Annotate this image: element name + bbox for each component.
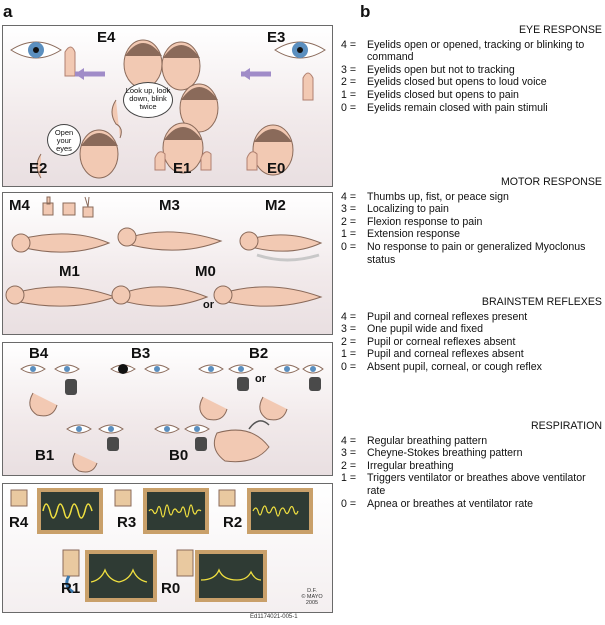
label-e0: E0 [267,160,286,177]
section-eye-response: EYE RESPONSE 4 =Eyelids open or opened, … [341,24,603,114]
section-heading: BRAINSTEM REFLEXES [481,296,602,308]
section-heading: MOTOR RESPONSE [500,176,602,188]
list-item: 3 =Localizing to pain [341,203,449,216]
list-item: 2 =Pupil or corneal reflexes absent [341,335,516,348]
open-eyes-callout: Open your eyes [47,124,81,156]
section-respiration: RESPIRATION 4 =Regular breathing pattern… [341,420,603,510]
label-r0: R0 [161,580,181,597]
list-item: 3 =Eyelids open but not to tracking [341,63,515,76]
brainstem-reflexes-illustration [20,364,324,473]
label-e2: E2 [29,160,48,177]
eye-response-illustration [10,39,326,179]
credit-line-3: 2005 [305,600,319,606]
list-item: 2 =Irregular breathing [341,459,454,472]
section-motor-response: MOTOR RESPONSE 4 =Thumbs up, fist, or pe… [341,176,603,266]
label-r2: R2 [223,514,243,531]
label-r4: R4 [9,514,29,531]
label-e4: E4 [97,29,116,46]
label-m0: M0 [195,263,216,280]
label-b2: B2 [249,345,269,362]
section-brainstem-reflexes: BRAINSTEM REFLEXES 4 =Pupil and corneal … [341,296,603,374]
label-b0: B0 [169,447,189,464]
list-item: 0 =Apnea or breathes at ventilator rate [341,497,534,510]
or-label-b2: or [255,373,266,385]
list-item: 3 =Cheyne-Stokes breathing pattern [341,447,523,460]
respiration-illustration [10,488,313,602]
list-item: 2 =Eyelids closed but opens to loud voic… [341,76,547,89]
list-item: 1 =Eyelids closed but opens to pain [341,88,519,101]
look-up-callout: Look up, look down, blink twice [123,82,173,118]
label-r1: R1 [61,580,81,597]
list-item: 0 =Eyelids remain closed with pain stimu… [341,101,548,114]
label-m1: M1 [59,263,80,280]
label-r3: R3 [117,514,137,531]
figure-code: Ed1174021-005-1 [250,614,298,620]
panel-letter-b: b [360,2,371,21]
label-m2: M2 [265,197,286,214]
list-item: 4 =Eyelids open or opened, tracking or b… [341,38,585,64]
respiration-panel: R4 R3 R2 R1 R0 D.F. © MAYO 2005 [2,483,333,613]
label-m4: M4 [9,197,30,214]
list-item: 1 =Triggers ventilator or breathes above… [341,472,586,497]
credit-line-1: D.F. [307,588,317,594]
label-b4: B4 [29,345,49,362]
label-e3: E3 [267,29,286,46]
list-item: 0 =Absent pupil, corneal, or cough refle… [341,360,542,373]
list-item: 1 =Extension response [341,228,461,241]
label-b1: B1 [35,447,55,464]
list-item: 3 =One pupil wide and fixed [341,323,484,336]
panel-letter-a: a [3,2,13,21]
section-heading: EYE RESPONSE [518,24,602,36]
section-heading: RESPIRATION [530,420,602,432]
list-item: 0 =No response to pain or generalized My… [341,240,586,266]
label-m3: M3 [159,197,180,214]
list-item: 2 =Flexion response to pain [341,215,483,228]
list-item: 4 =Thumbs up, fist, or peace sign [341,190,509,203]
brainstem-reflexes-panel: B4 B3 B2 or B1 B0 [2,342,333,476]
label-b3: B3 [131,345,151,362]
credit-line-2: © MAYO [301,594,323,600]
eye-response-panel: E4 E3 E2 E1 E0 Look up, look down, blink… [2,25,333,187]
motor-response-panel: M4 M3 M2 M1 M0 or [2,192,333,335]
label-e1: E1 [173,160,192,177]
motor-response-illustration [5,196,323,307]
or-label-m0: or [203,299,214,311]
list-item: 1 =Pupil and corneal reflexes absent [341,348,524,361]
list-item: 4 =Pupil and corneal reflexes present [341,310,528,323]
list-item: 4 =Regular breathing pattern [341,434,488,447]
mayo-credit: D.F. © MAYO 2005 [297,588,327,606]
